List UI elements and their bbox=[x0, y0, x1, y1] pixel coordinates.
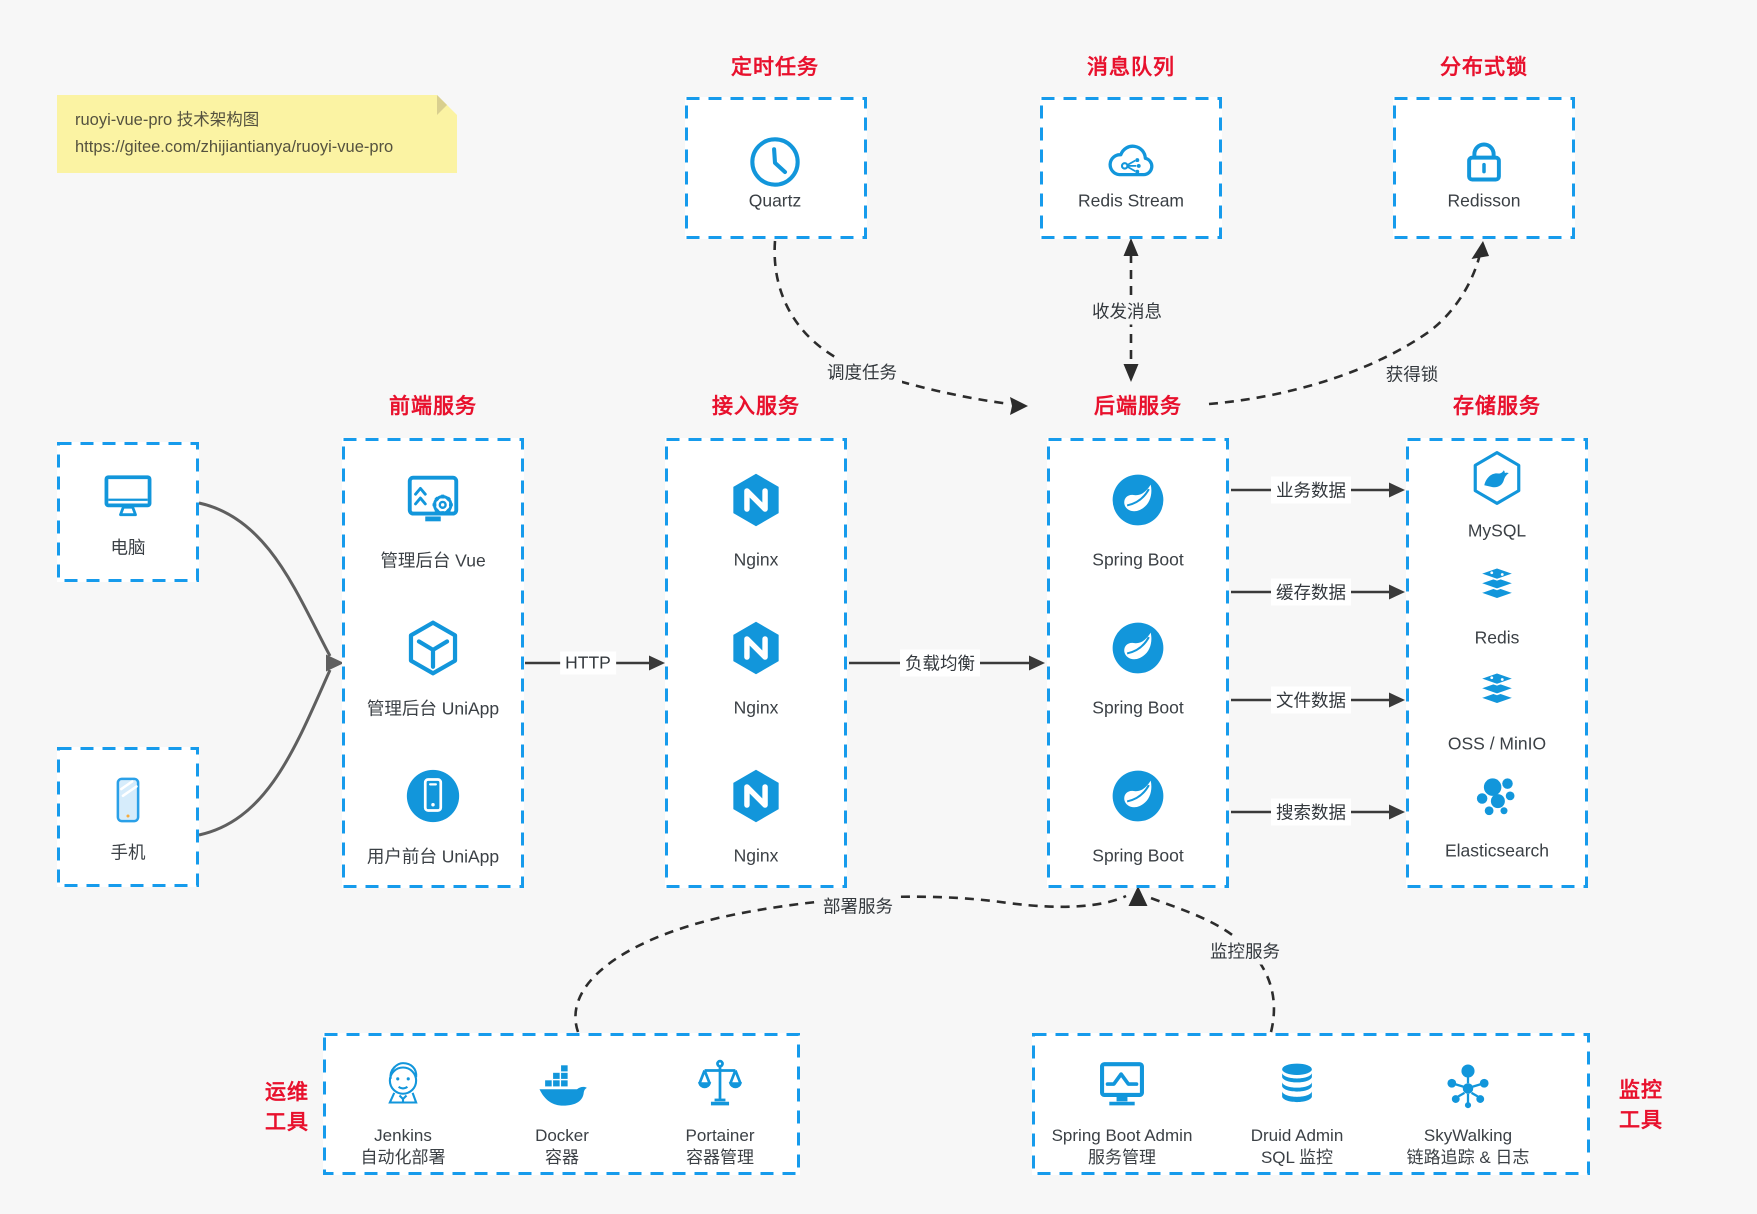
mobile-label: 手机 bbox=[110, 842, 146, 863]
note-url: https://gitee.com/zhijiantianya/ruoyi-vu… bbox=[75, 138, 394, 156]
elasticsearch-icon bbox=[1469, 767, 1525, 823]
tool-desc: 容器管理 bbox=[685, 1148, 754, 1167]
title-frontend-service: 前端服务 bbox=[389, 395, 477, 418]
backend-in-arrowhead bbox=[1128, 886, 1148, 906]
tool-desc: 链路追踪 & 日志 bbox=[1406, 1148, 1530, 1167]
title-monitor-tools-line1: 监控 bbox=[1619, 1079, 1663, 1102]
edge-label-http: HTTP bbox=[560, 651, 616, 675]
portainer-icon bbox=[691, 1056, 749, 1114]
title-backend-service: 后端服务 bbox=[1094, 395, 1182, 418]
quartz-label: Quartz bbox=[748, 190, 802, 211]
skywalking-label: SkyWalking 链路追踪 & 日志 bbox=[1407, 1125, 1530, 1169]
oss-minio-label: OSS / MinIO bbox=[1447, 733, 1547, 754]
spring-icon bbox=[1109, 471, 1167, 529]
docker-icon bbox=[532, 1055, 592, 1115]
nginx-icon bbox=[727, 767, 785, 825]
sticky-note: ruoyi-vue-pro 技术架构图 https://gitee.com/zh… bbox=[57, 95, 457, 173]
tool-desc: 服务管理 bbox=[1088, 1148, 1156, 1167]
edge-label-file-data: 文件数据 bbox=[1271, 686, 1351, 714]
spring-icon bbox=[1109, 767, 1167, 825]
edge-acquire-lock bbox=[1208, 241, 1489, 406]
tool-name: Jenkins bbox=[374, 1126, 432, 1145]
database-icon bbox=[1269, 1057, 1325, 1113]
redis-label: Redis bbox=[1474, 627, 1520, 648]
spring-boot-label: Spring Boot bbox=[1092, 845, 1184, 866]
box-quartz bbox=[685, 97, 867, 239]
mysql-icon bbox=[1468, 449, 1526, 507]
spring-boot-admin-label: Spring Boot Admin 服务管理 bbox=[1052, 1125, 1193, 1169]
edge-schedule-task bbox=[773, 240, 1028, 415]
tool-name: Portainer bbox=[685, 1126, 755, 1145]
client-curves bbox=[198, 501, 344, 837]
admin-uniapp-label: 管理后台 UniApp bbox=[366, 698, 500, 719]
box-pc-client bbox=[57, 442, 199, 582]
desktop-icon bbox=[98, 465, 158, 525]
edge-label-acquire-lock: 获得锁 bbox=[1380, 360, 1444, 388]
elasticsearch-label: Elasticsearch bbox=[1444, 840, 1550, 861]
edge-label-search-data: 搜索数据 bbox=[1271, 798, 1351, 826]
nginx-icon bbox=[727, 619, 785, 677]
user-app-icon bbox=[402, 765, 464, 827]
title-scheduled-task: 定时任务 bbox=[731, 56, 819, 79]
skywalking-icon bbox=[1440, 1057, 1496, 1113]
tool-desc: 自动化部署 bbox=[360, 1148, 446, 1167]
edge-label-cache-data: 缓存数据 bbox=[1271, 578, 1351, 606]
docker-label: Docker 容器 bbox=[535, 1125, 589, 1169]
note-title: ruoyi-vue-pro 技术架构图 bbox=[75, 111, 260, 129]
tool-name: Spring Boot Admin bbox=[1051, 1126, 1193, 1145]
edge-label-schedule-task: 调度任务 bbox=[822, 358, 902, 386]
title-message-queue: 消息队列 bbox=[1087, 56, 1175, 79]
edge-label-load-balance: 负载均衡 bbox=[900, 649, 980, 677]
nginx-label: Nginx bbox=[733, 549, 779, 570]
tool-desc: 容器 bbox=[544, 1148, 579, 1167]
edge-label-send-receive-message: 收发消息 bbox=[1087, 297, 1167, 325]
title-ops-tools-line1: 运维 bbox=[265, 1081, 309, 1104]
tool-name: Docker bbox=[535, 1126, 589, 1145]
jenkins-icon bbox=[375, 1057, 431, 1113]
tool-desc: SQL 监控 bbox=[1260, 1148, 1334, 1167]
redisson-label: Redisson bbox=[1447, 190, 1521, 211]
title-gateway-service: 接入服务 bbox=[712, 395, 800, 418]
redis-stack-icon bbox=[1469, 557, 1525, 613]
redis-stack-icon bbox=[1469, 662, 1525, 718]
cloud-stream-icon bbox=[1100, 131, 1162, 193]
tool-name: Druid Admin bbox=[1250, 1126, 1344, 1145]
spring-boot-label: Spring Boot bbox=[1092, 549, 1184, 570]
portainer-label: Portainer 容器管理 bbox=[686, 1125, 755, 1169]
monitor-chart-icon bbox=[1093, 1056, 1151, 1114]
edge-label-monitor-service: 监控服务 bbox=[1205, 937, 1285, 965]
nginx-icon bbox=[727, 471, 785, 529]
title-distributed-lock: 分布式锁 bbox=[1440, 56, 1528, 79]
jenkins-label: Jenkins 自动化部署 bbox=[361, 1125, 446, 1169]
mysql-label: MySQL bbox=[1467, 520, 1527, 541]
title-ops-tools-line2: 工具 bbox=[265, 1111, 309, 1134]
nginx-label: Nginx bbox=[733, 697, 779, 718]
smartphone-icon bbox=[101, 773, 155, 827]
admin-vue-icon bbox=[402, 469, 464, 531]
title-storage-service: 存储服务 bbox=[1453, 395, 1541, 418]
edge-label-business-data: 业务数据 bbox=[1271, 476, 1351, 504]
uniapp-cube-icon bbox=[403, 618, 463, 678]
clock-icon bbox=[746, 133, 804, 191]
druid-admin-label: Druid Admin SQL 监控 bbox=[1251, 1125, 1344, 1169]
user-uniapp-label: 用户前台 UniApp bbox=[366, 846, 500, 867]
edge-monitor-service bbox=[1147, 895, 1276, 1033]
admin-vue-label: 管理后台 Vue bbox=[380, 550, 486, 571]
pc-label: 电脑 bbox=[110, 537, 146, 558]
title-monitor-tools-line2: 工具 bbox=[1619, 1109, 1663, 1132]
spring-icon bbox=[1109, 619, 1167, 677]
edge-label-deploy-service: 部署服务 bbox=[818, 892, 898, 920]
spring-boot-label: Spring Boot bbox=[1092, 697, 1184, 718]
tool-name: SkyWalking bbox=[1423, 1126, 1513, 1145]
lock-icon bbox=[1456, 134, 1512, 190]
box-storage-service bbox=[1406, 438, 1588, 888]
nginx-label: Nginx bbox=[733, 845, 779, 866]
redis-stream-label: Redis Stream bbox=[1077, 190, 1185, 211]
